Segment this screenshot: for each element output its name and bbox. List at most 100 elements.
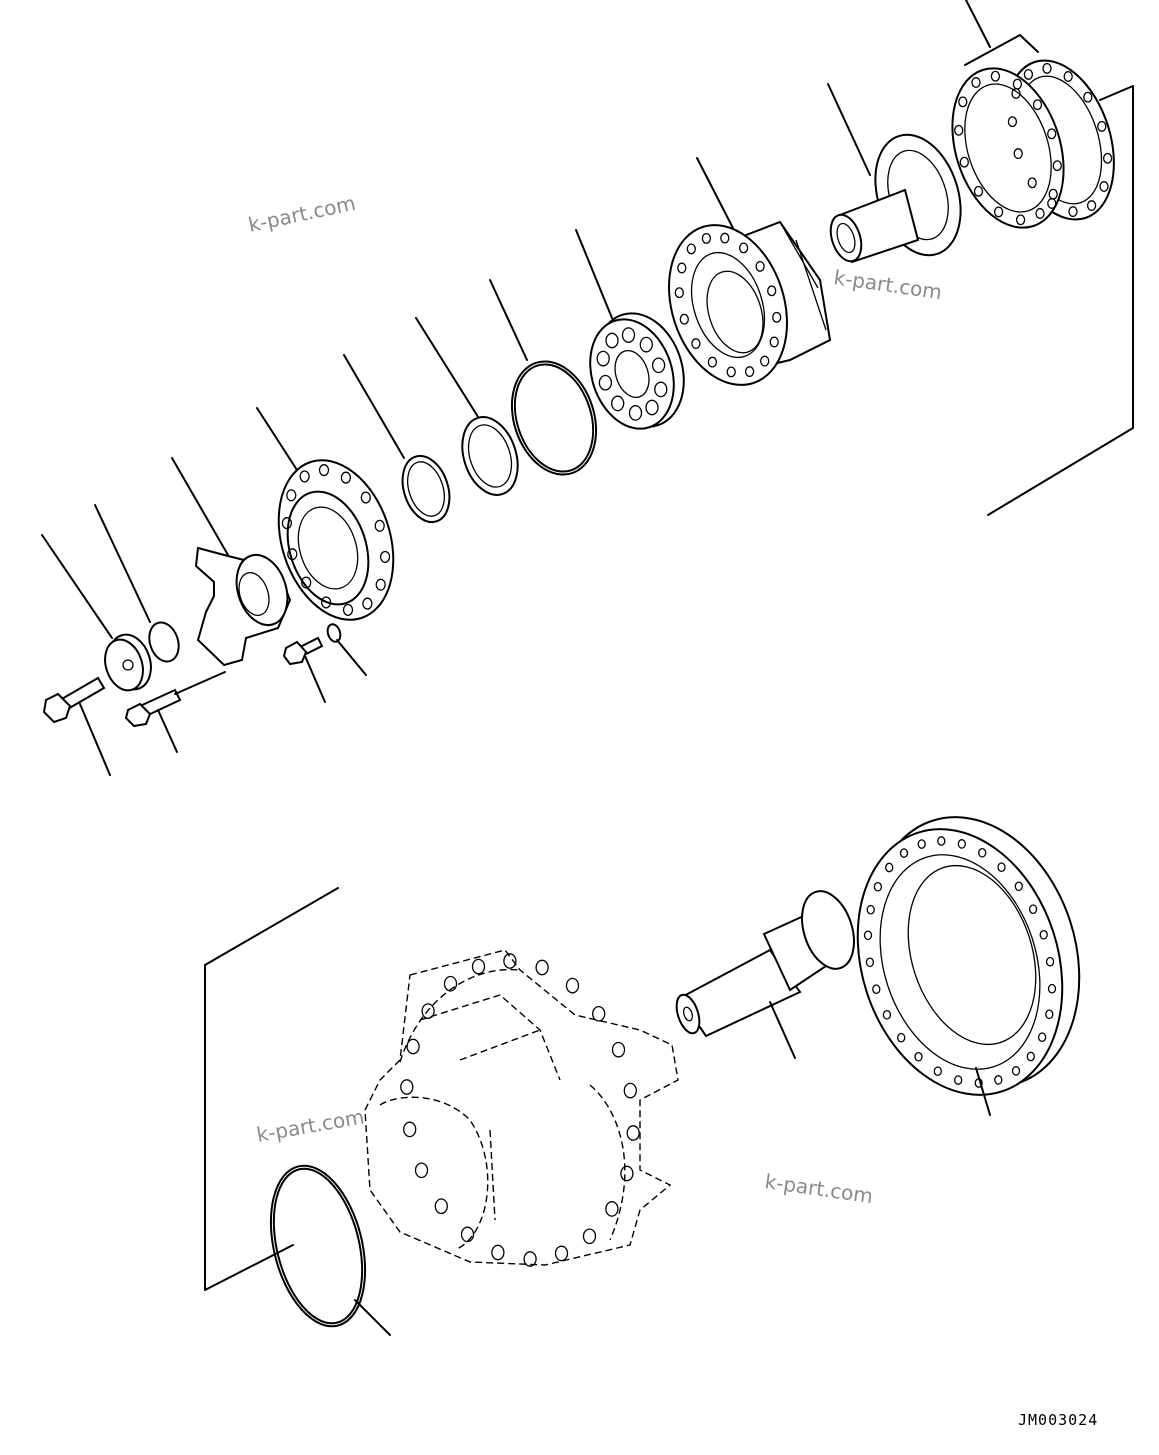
housing-bolt <box>421 1003 435 1019</box>
gasket-hole <box>1099 181 1109 192</box>
housing-bolt <box>623 1082 637 1099</box>
ring-gear-bolt-hole <box>1026 1051 1035 1062</box>
bolt-long[interactable] <box>42 676 111 776</box>
bearing-roller <box>611 395 625 412</box>
ring-gear-bolt-hole <box>994 1075 1003 1085</box>
housing-bolt <box>471 958 486 975</box>
housing-bolt <box>491 1244 505 1261</box>
ring-gear-bolt-hole <box>885 862 894 873</box>
ring-gear-bolt-hole <box>1039 929 1048 940</box>
bolt-yoke[interactable] <box>124 671 226 753</box>
housing-bolt <box>565 977 580 994</box>
flange-bolt-hole <box>281 517 293 530</box>
ring-gear[interactable] <box>825 790 1113 1122</box>
gasket-hole <box>1042 62 1052 74</box>
bearing-roller <box>654 381 668 398</box>
assembly-bracket-upper <box>987 85 1134 516</box>
flange-bolt-hole <box>379 550 391 563</box>
gasket-hole <box>971 77 981 88</box>
housing-bolt <box>620 1165 634 1182</box>
watermark-1: k-part.com <box>246 191 358 237</box>
case-bolt-hole <box>760 355 770 367</box>
gasket-hole <box>1015 214 1026 226</box>
flange-bolt-hole <box>318 464 330 477</box>
bearing-roller <box>621 327 636 343</box>
housing-bolt <box>611 1041 626 1058</box>
gasket-hole <box>954 124 964 136</box>
ring-gear-bolt-hole <box>865 957 875 968</box>
watermark-3: k-part.com <box>255 1104 366 1147</box>
case-bolt-hole <box>755 260 765 272</box>
housing-bolt <box>443 975 458 992</box>
flange-bolt-hole <box>301 576 312 589</box>
gasket-hole <box>1086 200 1097 212</box>
gasket-hole <box>958 96 968 108</box>
housing-bolt <box>403 1121 417 1138</box>
gasket-hole <box>1023 68 1034 80</box>
gasket-hole <box>1032 99 1043 111</box>
gasket-hole <box>1007 116 1018 128</box>
flange-bolt-hole <box>374 519 385 532</box>
cage-flange[interactable] <box>256 407 413 635</box>
flange-bolt-hole <box>375 578 386 591</box>
flange-bolt-hole <box>360 491 371 504</box>
seal-ring[interactable] <box>343 354 457 528</box>
housing-bolt <box>626 1125 640 1141</box>
gasket-hole <box>1083 91 1093 103</box>
pinion-shaft[interactable] <box>672 885 863 1059</box>
case-bolt-hole <box>769 336 779 348</box>
ring-gear-bolt-hole <box>897 1032 906 1043</box>
housing-bolt <box>554 1245 569 1262</box>
differential-case[interactable] <box>649 157 832 400</box>
lock-plate[interactable] <box>94 504 183 665</box>
gasket-hole <box>959 156 969 168</box>
ring-gear-bolt-hole <box>899 848 909 858</box>
housing-bolt <box>434 1198 448 1215</box>
case-bolt-hole <box>691 338 701 350</box>
case-bolt-hole <box>744 366 755 378</box>
case-bolt-hole <box>707 356 718 368</box>
ring-gear-bolt-hole <box>917 839 926 849</box>
gasket-pair[interactable] <box>933 0 1133 242</box>
case-bolt-hole <box>772 311 782 323</box>
bearing-roller <box>628 405 643 421</box>
assembly-bracket-lower <box>204 887 339 1291</box>
gasket-hole <box>1047 128 1057 140</box>
gasket-hole <box>1027 177 1037 189</box>
ring-gear-bolt-hole <box>997 862 1006 873</box>
ring-gear-bolt-hole <box>954 1075 963 1085</box>
gasket-hole <box>1097 120 1107 132</box>
gasket-hole <box>1035 208 1045 219</box>
ring-gear-bolt-hole <box>1037 1032 1047 1043</box>
ring-gear-bolt-hole <box>1014 881 1023 892</box>
gasket-hole <box>1068 206 1078 218</box>
o-ring-housing[interactable] <box>255 1156 391 1336</box>
thick-washer[interactable] <box>41 534 158 695</box>
ring-gear-bolt-hole <box>978 847 987 858</box>
flange-bolt-hole <box>340 471 352 484</box>
gasket-hole <box>973 185 984 197</box>
case-bolt-hole <box>686 243 696 255</box>
bearing-roller <box>639 336 653 353</box>
gasket-hole <box>1012 78 1023 90</box>
bearing-sleeve[interactable] <box>825 83 975 266</box>
housing-bolt <box>523 1251 537 1267</box>
yoke-coupling[interactable] <box>171 457 296 667</box>
ring-gear-bolt-hole <box>1011 1066 1021 1076</box>
bearing-roller <box>651 357 666 374</box>
ring-gear-bolt-hole <box>1045 956 1055 967</box>
roller-bearing[interactable] <box>575 229 698 440</box>
case-bolt-hole <box>738 242 749 254</box>
housing-bolt <box>400 1079 414 1095</box>
bolt-flange[interactable] <box>282 636 326 703</box>
bearing-roller <box>605 332 619 349</box>
flange-bolt-hole <box>320 596 332 609</box>
bearing-race[interactable] <box>415 317 527 502</box>
o-ring-large[interactable] <box>489 279 610 486</box>
flange-bolt-hole <box>342 603 354 616</box>
gasket-hole <box>1052 160 1062 172</box>
housing-bolt <box>406 1038 420 1055</box>
washer-small[interactable] <box>326 623 367 676</box>
housing-bolt <box>605 1201 619 1217</box>
